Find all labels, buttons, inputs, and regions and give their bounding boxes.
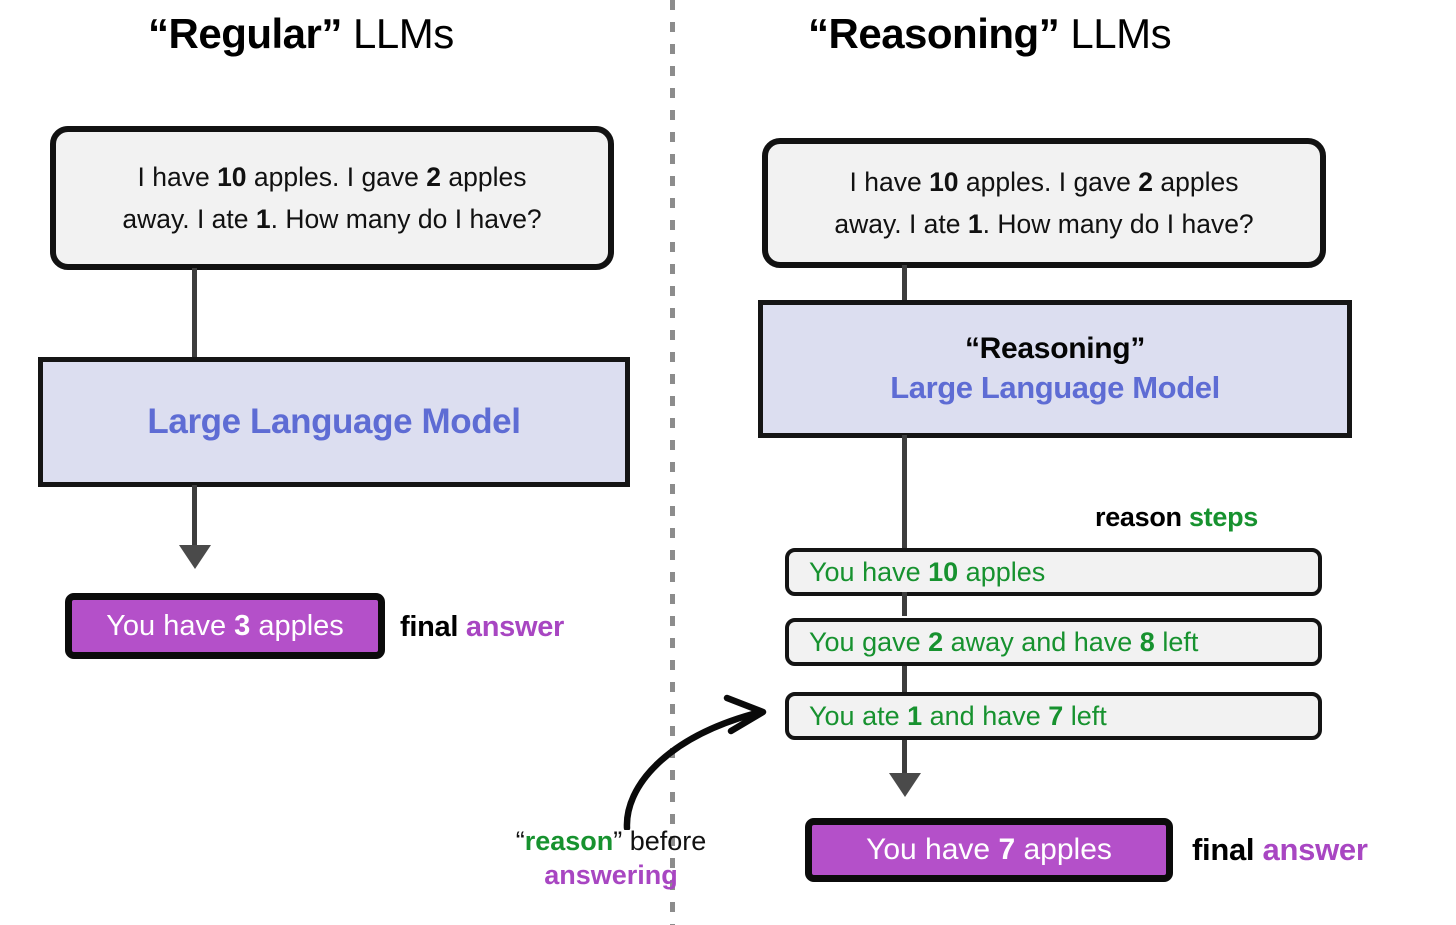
llm-label-right: Large Language Model xyxy=(890,370,1220,405)
step1-b: away and have xyxy=(943,627,1140,657)
connector-llm-to-steps-right xyxy=(902,435,907,553)
answer-left-num: 3 xyxy=(234,609,251,642)
note-reason-word: reason xyxy=(524,826,614,856)
step2-n2: 7 xyxy=(1048,701,1064,731)
step1-c: left xyxy=(1154,627,1199,657)
reasoning-step-box: You have 10 apples xyxy=(785,548,1322,596)
answer-right-num: 7 xyxy=(998,833,1016,866)
step2-b: and have xyxy=(922,701,1049,731)
connector-step1-step2 xyxy=(902,666,907,692)
prompt-r1a: I have xyxy=(849,167,930,197)
prompt-box-left: I have 10 apples. I gave 2 apples away. … xyxy=(50,126,614,270)
caption-left-black: final xyxy=(400,611,466,643)
reason-before-answering-note: “reason” before answering xyxy=(498,824,724,892)
answer-right-post: apples xyxy=(1015,833,1112,866)
title-rest-right: LLMs xyxy=(1059,10,1172,57)
reasoning-step-box: You gave 2 away and have 8 left xyxy=(785,618,1322,666)
step2-c: left xyxy=(1063,701,1107,731)
caption-left-purple: answer xyxy=(465,611,565,643)
step2-a: You ate xyxy=(809,701,908,731)
vertical-dashed-divider xyxy=(670,0,675,925)
reason-steps-green: steps xyxy=(1188,502,1258,532)
step0-b: apples xyxy=(958,557,1046,587)
final-answer-caption-right: final answer xyxy=(1192,832,1368,868)
llm-kicker-right: “Reasoning” xyxy=(964,332,1146,365)
prompt-l2b: 1 xyxy=(255,204,271,234)
curved-annotation-arrow-icon xyxy=(623,694,767,830)
title-quoted-word: “Regular” xyxy=(148,10,342,57)
llm-box-left: Large Language Model xyxy=(38,357,630,487)
connector-prompt-to-llm-right xyxy=(902,265,907,305)
prompt-r1d: 2 xyxy=(1138,167,1154,197)
connector-steps-to-answer-right xyxy=(902,740,907,780)
caption-right-purple: answer xyxy=(1262,832,1368,867)
arrowhead-left xyxy=(179,545,211,569)
note-before-word: before xyxy=(622,826,707,856)
note-close-quote: ” xyxy=(613,826,623,856)
prompt-box-right: I have 10 apples. I gave 2 apples away. … xyxy=(762,138,1326,268)
step2-n1: 1 xyxy=(907,701,923,731)
final-answer-pill-right: You have 7 apples xyxy=(805,818,1173,882)
answer-left-post: apples xyxy=(250,609,344,642)
title-quoted-word-right: “Reasoning” xyxy=(808,10,1060,57)
page-title-reasoning-llms: “Reasoning” LLMs xyxy=(808,9,1172,59)
reason-steps-black: reason xyxy=(1095,502,1189,532)
prompt-l1a: I have xyxy=(137,162,218,192)
note-answering-word: answering xyxy=(544,860,678,890)
prompt-l2c: . How many do I have? xyxy=(270,204,542,234)
reasoning-step-box: You ate 1 and have 7 left xyxy=(785,692,1322,740)
step1-a: You gave xyxy=(809,627,929,657)
step0-n1: 10 xyxy=(928,557,959,587)
arrowhead-right xyxy=(889,773,921,797)
prompt-r2c: . How many do I have? xyxy=(982,209,1254,239)
prompt-r1c: apples. I gave xyxy=(958,167,1139,197)
prompt-l1c: apples. I gave xyxy=(246,162,427,192)
page-title-regular-llms: “Regular” LLMs xyxy=(148,9,454,59)
llm-label-left: Large Language Model xyxy=(147,402,521,441)
prompt-l1b: 10 xyxy=(217,162,247,192)
final-answer-pill-left: You have 3 apples xyxy=(65,593,385,659)
prompt-r2b: 1 xyxy=(967,209,983,239)
step1-n1: 2 xyxy=(928,627,944,657)
prompt-l1d: 2 xyxy=(426,162,442,192)
prompt-r1e: apples xyxy=(1153,167,1239,197)
connector-step0-step1 xyxy=(902,592,907,616)
answer-left-pre: You have xyxy=(106,609,235,642)
prompt-r1b: 10 xyxy=(929,167,959,197)
final-answer-caption-left: final answer xyxy=(400,610,564,644)
step0-a: You have xyxy=(809,557,929,587)
title-rest: LLMs xyxy=(341,10,454,57)
llm-box-right: “Reasoning” Large Language Model xyxy=(758,300,1352,438)
connector-prompt-to-llm-left xyxy=(192,268,197,360)
prompt-r2a: away. I ate xyxy=(834,209,968,239)
answer-right-pre: You have xyxy=(866,833,999,866)
prompt-l2a: away. I ate xyxy=(122,204,256,234)
note-open-quote: “ xyxy=(515,826,525,856)
reason-steps-label: reason steps xyxy=(1095,500,1258,534)
connector-llm-to-answer-left xyxy=(192,485,197,549)
caption-right-black: final xyxy=(1192,832,1263,867)
step1-n2: 8 xyxy=(1139,627,1155,657)
prompt-l1e: apples xyxy=(441,162,527,192)
